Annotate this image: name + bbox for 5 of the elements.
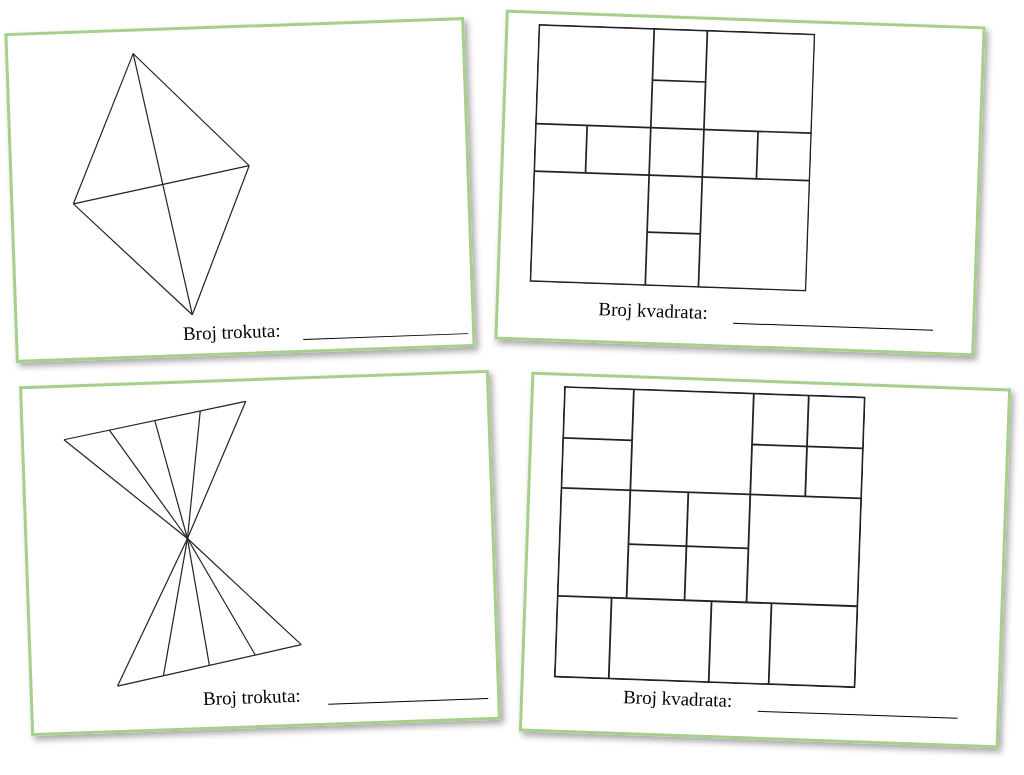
prompt-text: Broj kvadrata: (598, 298, 709, 324)
worksheet-card (19, 369, 501, 737)
prompt-text: Broj kvadrata: (622, 686, 733, 712)
prompt-text: Broj trokuta: (202, 684, 302, 711)
prompt-text: Broj trokuta: (182, 319, 281, 346)
